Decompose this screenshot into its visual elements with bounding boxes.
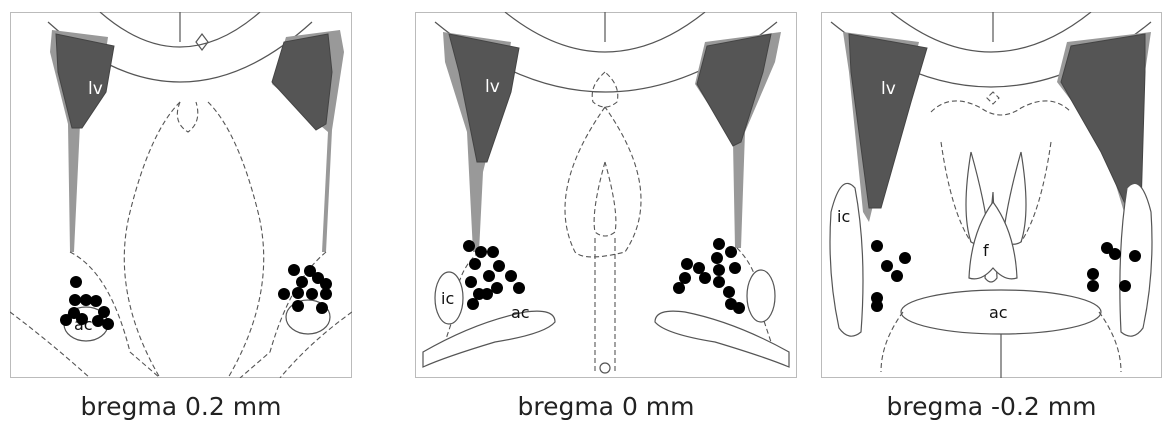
injection-site — [292, 287, 304, 299]
injection-site — [463, 240, 475, 252]
lv-label-left: lv — [881, 79, 896, 99]
ac-label-left: ac — [511, 303, 530, 322]
injection-site — [288, 264, 300, 276]
injection-site — [493, 260, 505, 272]
ic-label-left: ic — [441, 289, 454, 308]
injection-site — [70, 276, 82, 288]
section-diagram-1: lv ac — [10, 12, 352, 378]
injection-site — [467, 298, 479, 310]
injection-site — [713, 238, 725, 250]
injection-site — [90, 295, 102, 307]
lv-label-left: lv — [485, 77, 500, 97]
injection-site — [729, 262, 741, 274]
injection-site — [102, 318, 114, 330]
injection-site — [316, 302, 328, 314]
injection-site — [278, 288, 290, 300]
injection-site — [673, 282, 685, 294]
injection-site — [733, 302, 745, 314]
ac-label: ac — [989, 303, 1008, 322]
panel-bregma-0-2: lv ac — [10, 12, 352, 378]
ic-label-left: ic — [837, 207, 850, 226]
injection-site — [1119, 280, 1131, 292]
lv-label-left: lv — [88, 79, 103, 99]
injection-site — [296, 276, 308, 288]
section-diagram-3: lv f ic ac — [821, 12, 1162, 378]
panel-bregma-minus-0-2: lv f ic ac — [821, 12, 1162, 378]
injection-site — [713, 264, 725, 276]
injection-site — [723, 286, 735, 298]
injection-site — [475, 246, 487, 258]
injection-site — [681, 258, 693, 270]
internal-capsule-right — [747, 270, 775, 322]
injection-site — [679, 272, 691, 284]
injection-site — [1087, 280, 1099, 292]
injection-site — [693, 262, 705, 274]
injection-site — [713, 276, 725, 288]
injection-site — [76, 313, 88, 325]
injection-site — [711, 252, 723, 264]
injection-site — [487, 246, 499, 258]
injection-site — [481, 288, 493, 300]
injection-site — [891, 270, 903, 282]
injection-site — [881, 260, 893, 272]
caption-panel-3: bregma -0.2 mm — [821, 392, 1162, 421]
injection-site — [1129, 250, 1141, 262]
injection-site — [899, 252, 911, 264]
injection-site — [505, 270, 517, 282]
injection-site — [1087, 268, 1099, 280]
injection-site — [1109, 248, 1121, 260]
injection-site — [320, 288, 332, 300]
injection-site — [513, 282, 525, 294]
injection-site — [725, 246, 737, 258]
injection-site — [871, 240, 883, 252]
injection-site — [469, 258, 481, 270]
injection-site — [871, 300, 883, 312]
caption-panel-2: bregma 0 mm — [435, 392, 777, 421]
injection-site — [465, 276, 477, 288]
injection-site — [60, 314, 72, 326]
injection-site — [483, 270, 495, 282]
injection-site — [491, 282, 503, 294]
section-diagram-2: lv ic ac — [415, 12, 797, 378]
caption-panel-1: bregma 0.2 mm — [10, 392, 352, 421]
injection-site — [699, 272, 711, 284]
injection-site — [306, 288, 318, 300]
f-label: f — [983, 241, 989, 260]
injection-site — [69, 294, 81, 306]
panel-bregma-0: lv ic ac — [415, 12, 757, 378]
injection-site — [292, 300, 304, 312]
